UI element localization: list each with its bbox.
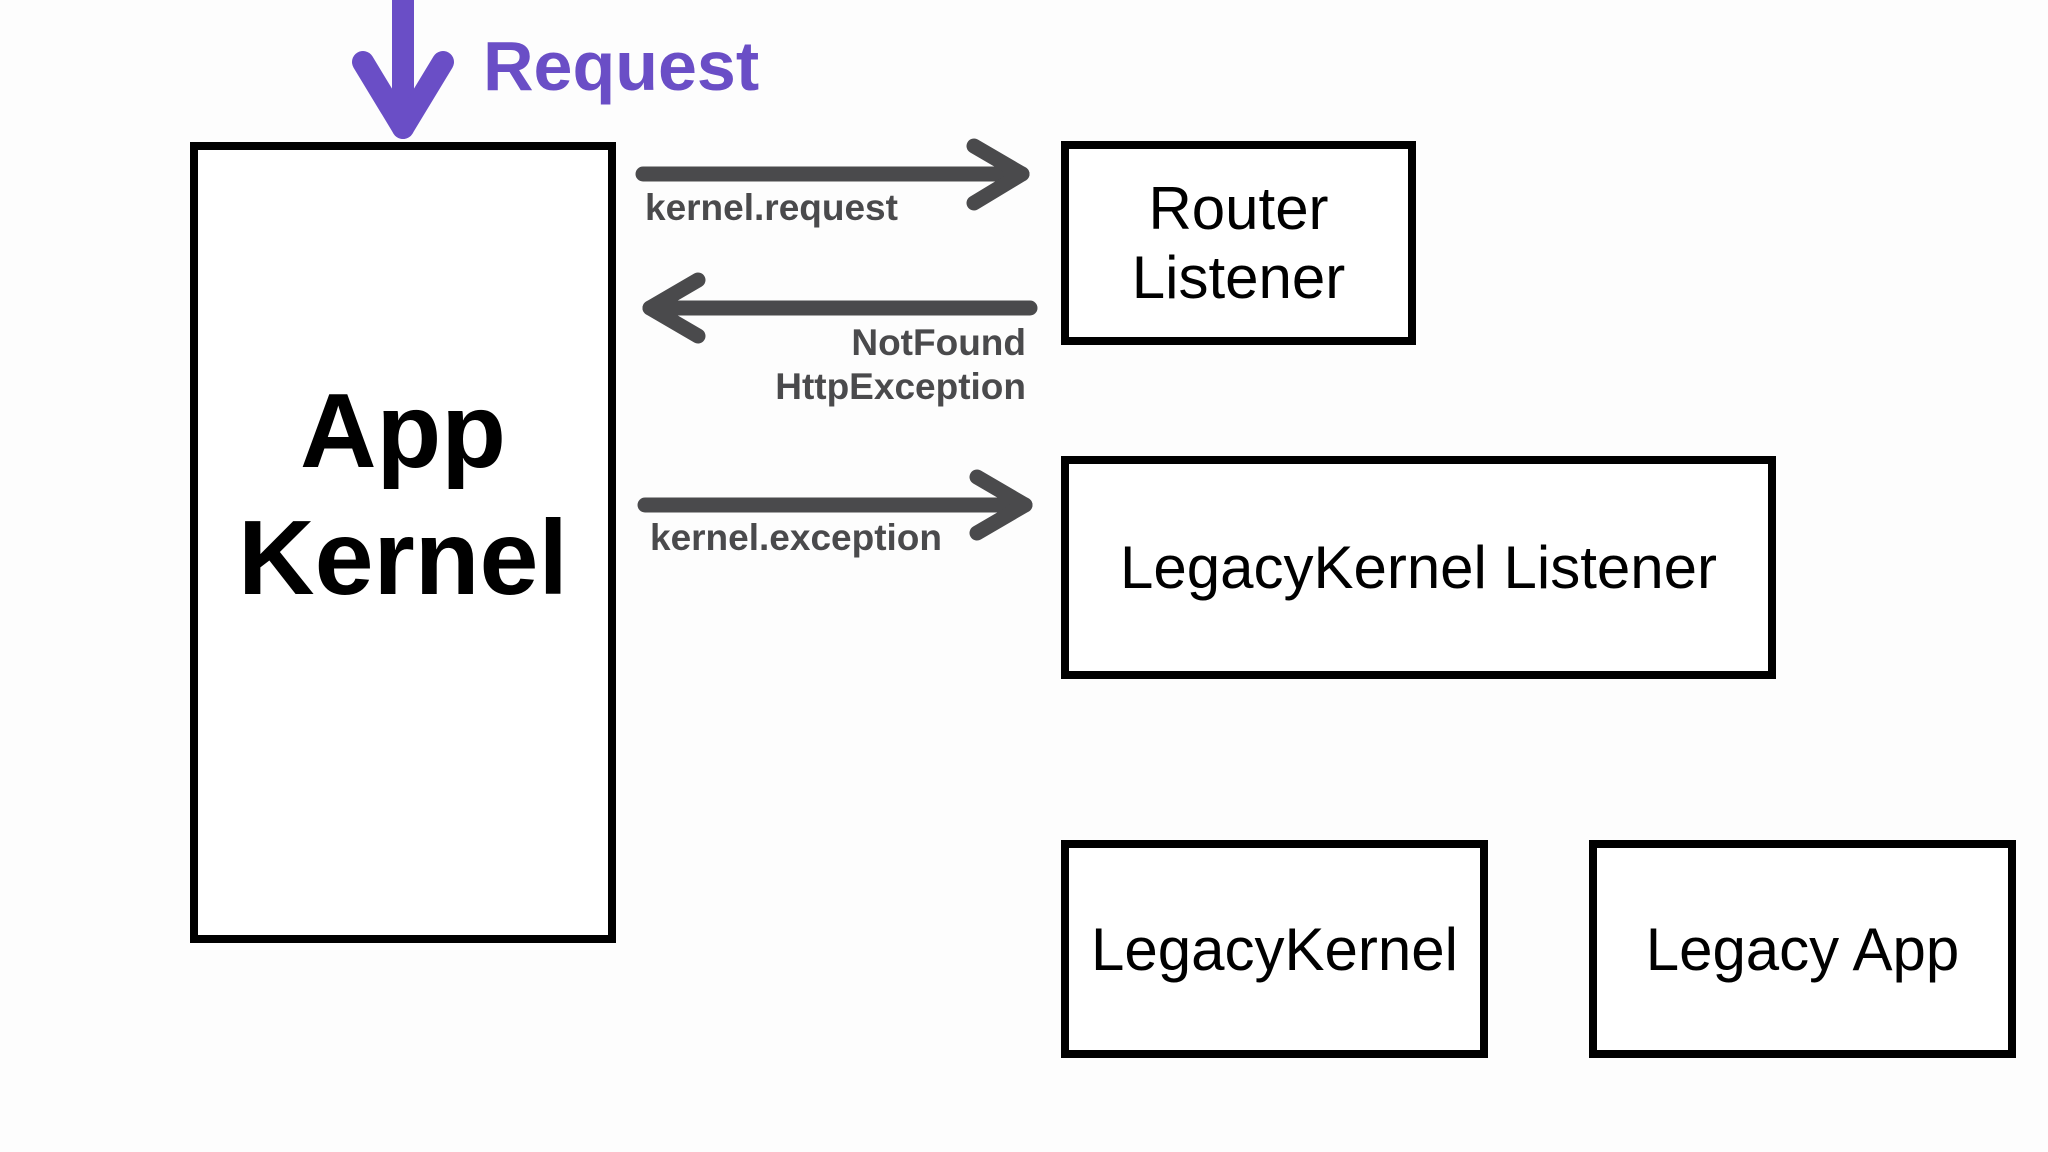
app-kernel-box: App Kernel: [190, 142, 616, 943]
kernel-request-label: kernel.request: [645, 187, 898, 228]
notfound-exception-label: NotFound HttpException: [775, 322, 1026, 408]
request-arrow: [352, 0, 454, 139]
kernel-exception-arrow: [637, 469, 1033, 541]
notfound-exception-arrow: [642, 272, 1038, 344]
router-listener-label: Router Listener: [1131, 175, 1346, 311]
request-label: Request: [483, 27, 760, 105]
legacy-app-box: Legacy App: [1589, 840, 2016, 1058]
app-kernel-label: App Kernel: [238, 371, 568, 617]
kernel-exception-label: kernel.exception: [650, 517, 943, 558]
legacy-app-label: Legacy App: [1645, 915, 1960, 983]
legacykernel-box: LegacyKernel: [1061, 840, 1488, 1058]
legacykernel-listener-label: LegacyKernel Listener: [1119, 534, 1718, 601]
legacykernel-label: LegacyKernel: [1091, 915, 1458, 983]
legacykernel-listener-box: LegacyKernel Listener: [1061, 456, 1776, 679]
router-listener-box: Router Listener: [1061, 141, 1416, 345]
kernel-request-arrow: [635, 138, 1030, 211]
